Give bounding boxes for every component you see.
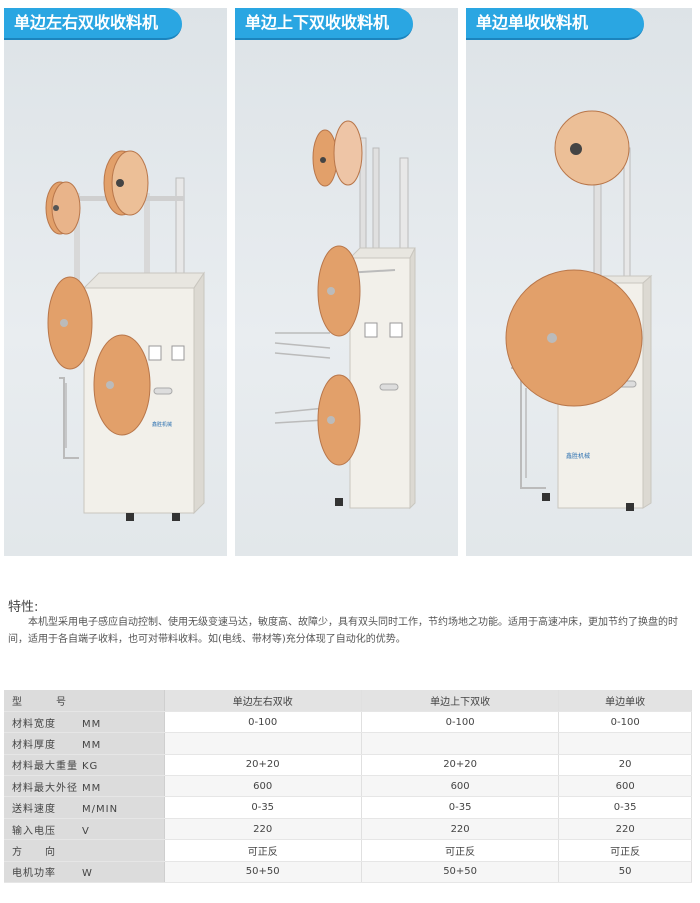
machine-image-left-right: 鑫胜机械 bbox=[45, 150, 205, 521]
spec-row-name: 送料速度 bbox=[12, 804, 56, 816]
spec-cell: 0-35 bbox=[361, 796, 560, 819]
product-title-tab: 单边左右双收收料机 bbox=[4, 8, 182, 40]
spec-cell: 20+20 bbox=[164, 754, 362, 777]
product-title-tab: 单边单收收料机 bbox=[466, 8, 644, 40]
spec-row-name: 输入电压 bbox=[12, 825, 56, 837]
brand-label: 鑫胜机械 bbox=[566, 452, 590, 460]
spec-row-unit: W bbox=[82, 868, 93, 880]
spec-row-unit: KG bbox=[82, 761, 99, 773]
spec-row-unit: MM bbox=[82, 739, 102, 751]
spec-header-row: 型 号单边左右双收单边上下双收单边单收 bbox=[4, 690, 692, 712]
product-panel-single: 单边单收收料机 鑫胜机械 bbox=[466, 8, 692, 556]
spec-row-label: 材料厚度 MM bbox=[4, 732, 165, 755]
spec-cell: 20 bbox=[558, 754, 692, 777]
spec-row-unit: M/MIN bbox=[82, 804, 119, 816]
spec-header-cell: 单边左右双收 bbox=[164, 690, 362, 712]
features-title: 特性: bbox=[8, 600, 39, 615]
spec-row-name: 电机功率 bbox=[12, 868, 56, 880]
spec-cell: 600 bbox=[558, 775, 692, 798]
spec-row: 方 向可正反可正反可正反 bbox=[4, 839, 692, 862]
spec-row: 材料厚度 MM bbox=[4, 732, 692, 755]
spec-cell: 220 bbox=[164, 818, 362, 841]
product-title-tab: 单边上下双收收料机 bbox=[235, 8, 413, 40]
spec-row-unit: MM bbox=[82, 718, 102, 730]
spec-cell: 220 bbox=[558, 818, 692, 841]
spec-cell: 可正反 bbox=[361, 839, 560, 862]
spec-row-label: 材料宽度 MM bbox=[4, 711, 165, 734]
spec-cell: 50+50 bbox=[164, 861, 362, 884]
spec-cell: 0-100 bbox=[361, 711, 560, 734]
spec-row-name: 方 向 bbox=[12, 846, 56, 858]
spec-row-unit: V bbox=[82, 825, 90, 837]
spec-cell bbox=[558, 732, 692, 755]
spec-cell: 0-100 bbox=[164, 711, 362, 734]
machine-image-single: 鑫胜机械 bbox=[505, 110, 653, 511]
spec-row-name: 材料宽度 bbox=[12, 718, 56, 730]
spec-cell: 220 bbox=[361, 818, 560, 841]
spec-header-label: 型 号 bbox=[4, 690, 165, 712]
spec-cell: 0-100 bbox=[558, 711, 692, 734]
spec-header-cell: 单边单收 bbox=[558, 690, 692, 712]
spec-row-label: 电机功率 W bbox=[4, 861, 165, 884]
spec-cell: 20+20 bbox=[361, 754, 560, 777]
spec-row-name: 材料最大重量 bbox=[12, 761, 78, 773]
spec-row-unit: MM bbox=[82, 782, 102, 794]
spec-cell: 可正反 bbox=[558, 839, 692, 862]
spec-row-label: 输入电压 V bbox=[4, 818, 165, 841]
spec-header-cell: 单边上下双收 bbox=[361, 690, 560, 712]
spec-row-label: 方 向 bbox=[4, 839, 165, 862]
spec-row-name: 材料厚度 bbox=[12, 739, 56, 751]
product-panel-left-right: 单边左右双收收料机 鑫胜机械 bbox=[4, 8, 227, 556]
spec-cell: 50 bbox=[558, 861, 692, 884]
features-body: 本机型采用电子感应自动控制、使用无级变速马达，敏度高、故障少，具有双头同时工作，… bbox=[8, 617, 678, 645]
spec-cell: 0-35 bbox=[164, 796, 362, 819]
machine-image-up-down bbox=[274, 120, 416, 510]
spec-cell bbox=[361, 732, 560, 755]
spec-row-label: 材料最大重量 KG bbox=[4, 754, 165, 777]
spec-cell: 50+50 bbox=[361, 861, 560, 884]
spec-row-label: 材料最大外径 MM bbox=[4, 775, 165, 798]
spec-cell: 600 bbox=[361, 775, 560, 798]
spec-row-name: 材料最大外径 bbox=[12, 782, 78, 794]
spec-cell: 0-35 bbox=[558, 796, 692, 819]
product-panel-up-down: 单边上下双收收料机 bbox=[235, 8, 458, 556]
spec-cell bbox=[164, 732, 362, 755]
brand-label: 鑫胜机械 bbox=[152, 421, 172, 428]
spec-cell: 可正反 bbox=[164, 839, 362, 862]
spec-row-label: 送料速度 M/MIN bbox=[4, 796, 165, 819]
spec-cell: 600 bbox=[164, 775, 362, 798]
